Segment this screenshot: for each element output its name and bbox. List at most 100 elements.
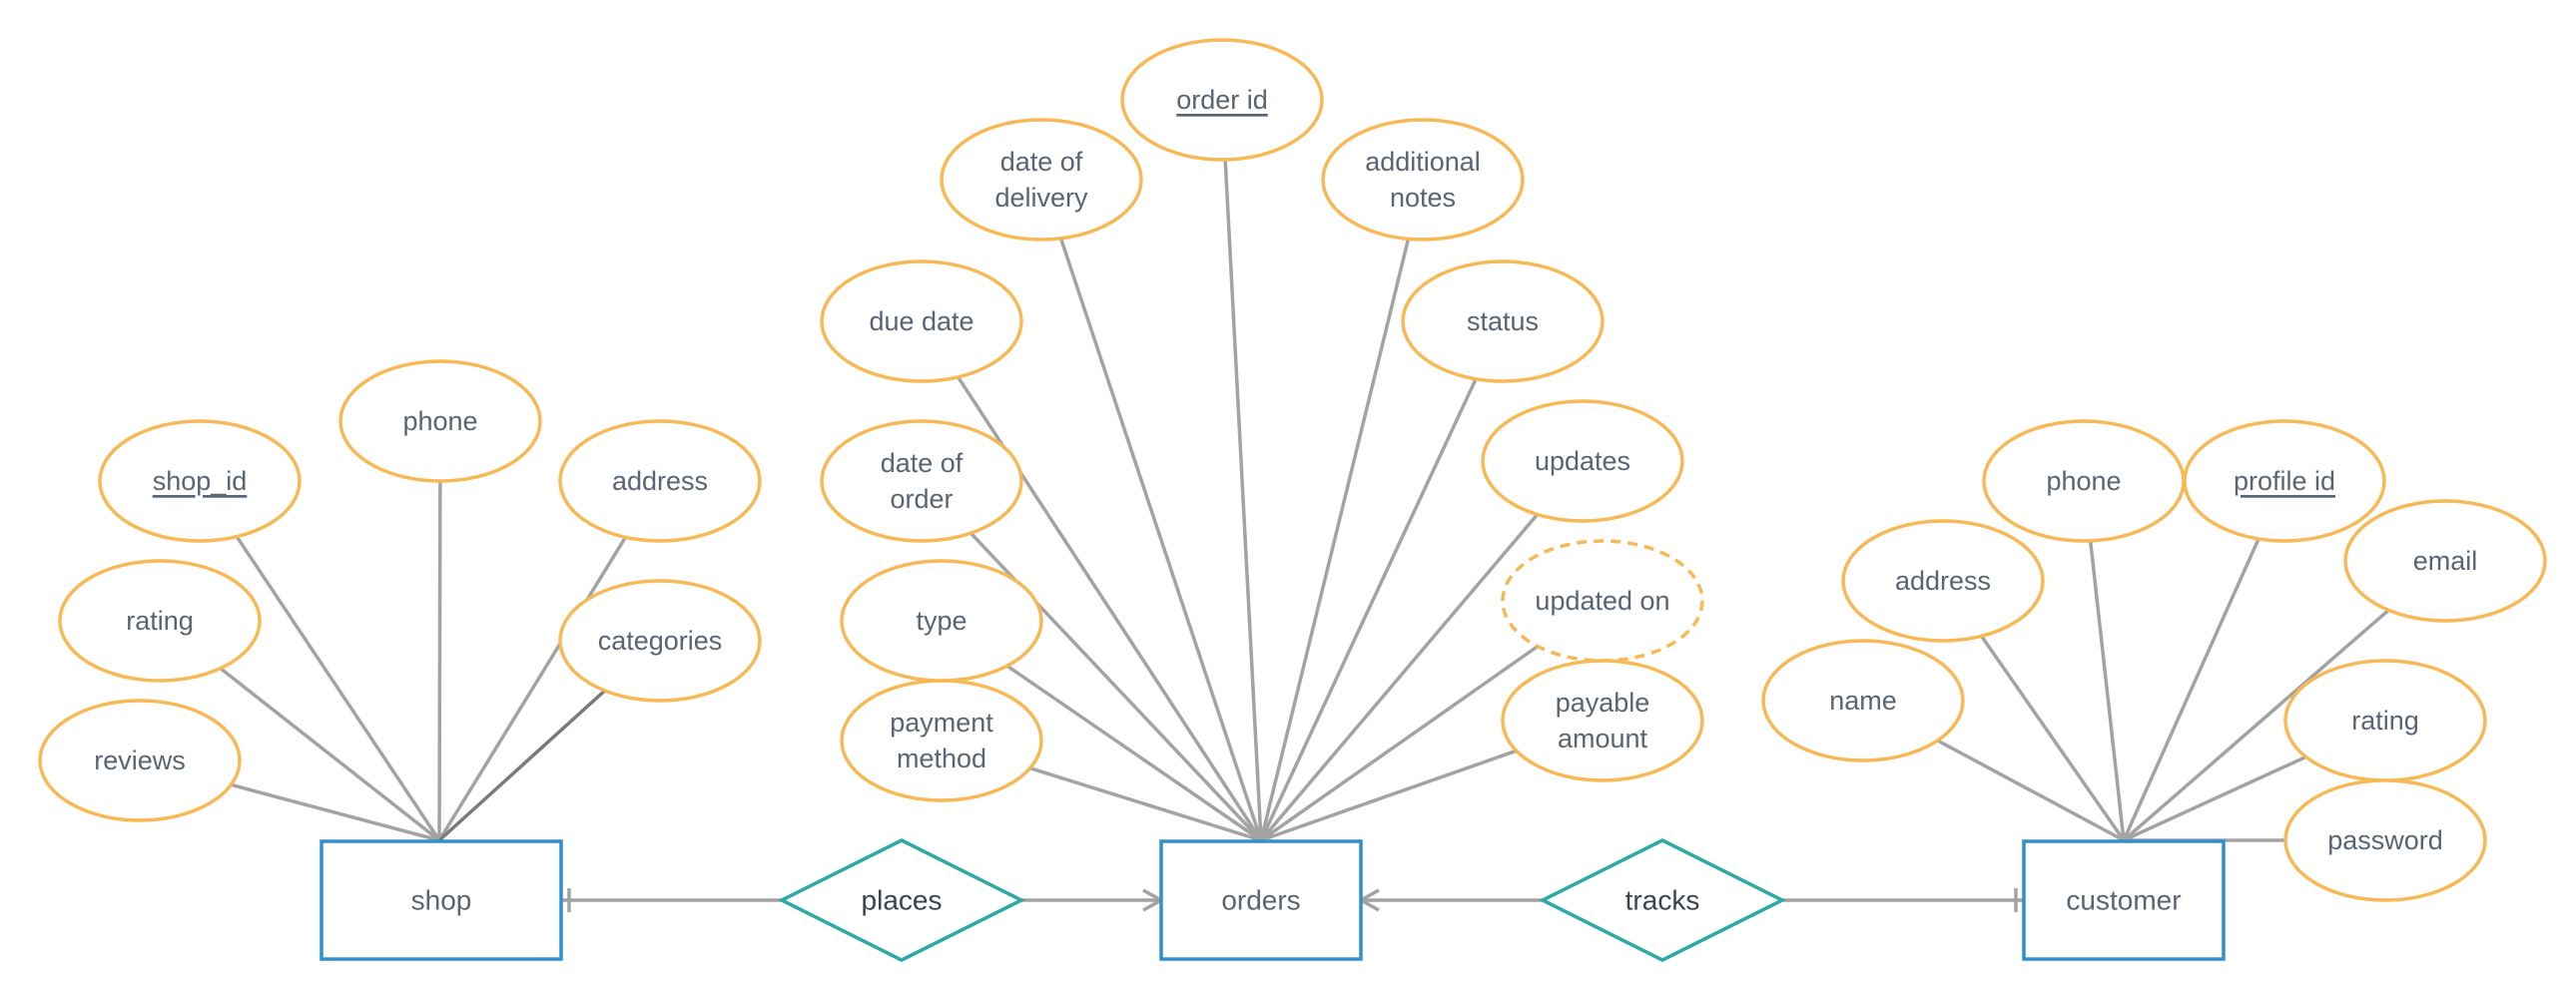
orders-type-connector (1005, 664, 1262, 842)
orders-updated-on-connector (1259, 645, 1540, 842)
tracks-diamond (1539, 838, 1786, 962)
orders-additional-notes-label: notes (1390, 183, 1456, 213)
orders-payment-method-label: method (897, 744, 986, 773)
orders-updates-ellipse (1481, 399, 1684, 523)
orders-date-of-delivery-label: date of (1000, 147, 1083, 177)
orders-payment-method-connector (1029, 766, 1262, 842)
shop-categories-label: categories (598, 626, 723, 656)
customer-box (2022, 839, 2226, 961)
orders-payment-method-label: payment (890, 708, 993, 738)
orders-status-attribute[interactable]: status (1401, 259, 1605, 383)
customer-email-ellipse (2343, 499, 2547, 623)
orders-payment-method-ellipse (840, 679, 1043, 802)
shop-reviews-attribute[interactable]: reviews (38, 699, 242, 822)
shop-shop-id-ellipse (98, 419, 302, 543)
shop-entity[interactable]: shop (320, 839, 563, 961)
customer-name-label: name (1829, 686, 1897, 716)
orders-updates-connector (1259, 513, 1540, 842)
orders-status-label: status (1467, 306, 1539, 336)
customer-name-connector (1936, 739, 2125, 842)
orders-additional-notes-label: additional (1365, 147, 1481, 177)
orders-date-of-order-attribute[interactable]: date of order (820, 419, 1023, 543)
customer-password-ellipse (2283, 778, 2487, 902)
orders-type-attribute[interactable]: type (840, 559, 1043, 683)
orders-date-of-delivery-label: delivery (994, 183, 1088, 213)
connector-layer (219, 159, 2390, 842)
orders-date-of-delivery-connector (1058, 238, 1263, 841)
places-label: places (862, 885, 943, 916)
shop-address-ellipse (558, 419, 762, 543)
shop-reviews-ellipse (38, 699, 242, 822)
orders-updates-label: updates (1535, 446, 1630, 476)
orders-date-of-delivery-attribute[interactable]: date of delivery (940, 118, 1143, 242)
shop-label: shop (411, 885, 472, 916)
orders-date-of-order-ellipse (820, 419, 1023, 543)
orders-payment-method-attribute[interactable]: payment method (840, 679, 1043, 802)
orders-due-date-ellipse (820, 259, 1023, 383)
orders-order-id-ellipse (1120, 38, 1324, 162)
orders-order-id-attribute[interactable]: order id (1120, 38, 1324, 162)
shop-shop-id-label: shop_id (153, 466, 248, 496)
shop-categories-ellipse (558, 579, 762, 703)
orders-entity[interactable]: orders (1159, 839, 1363, 961)
shop-rating-attribute[interactable]: rating (58, 559, 262, 683)
customer-profile-id-attribute[interactable]: profile id (2183, 419, 2386, 543)
customer-address-attribute[interactable]: address (1841, 519, 2045, 643)
customer-name-attribute[interactable]: name (1761, 639, 1965, 762)
orders-additional-notes-attribute[interactable]: additional notes (1321, 118, 1525, 242)
orders-date-of-delivery-ellipse (940, 118, 1143, 242)
customer-phone-label: phone (2046, 466, 2121, 496)
places-diamond (778, 838, 1025, 962)
shop-shop-id-attribute[interactable]: shop_id (98, 419, 302, 543)
orders-date-of-order-label: date of (881, 448, 964, 478)
shop-phone-label: phone (402, 406, 477, 436)
shop-categories-attribute[interactable]: categories (558, 579, 762, 703)
node-layer: reviews rating shop_id phone address categori… (38, 38, 2547, 962)
customer-email-attribute[interactable]: email (2343, 499, 2547, 623)
places-relationship[interactable]: places (778, 838, 1025, 962)
customer-password-label: password (2327, 825, 2443, 855)
orders-order-id-label: order id (1176, 85, 1268, 115)
shop-reviews-label: reviews (94, 746, 186, 775)
orders-updates-attribute[interactable]: updates (1481, 399, 1684, 523)
customer-rating-attribute[interactable]: rating (2283, 659, 2487, 782)
shop-address-label: address (612, 466, 708, 496)
shop-phone-attribute[interactable]: phone (338, 359, 542, 483)
customer-profile-id-label: profile id (2234, 466, 2335, 496)
orders-date-of-order-label: order (890, 484, 953, 514)
customer-profile-id-connector (2122, 538, 2260, 841)
customer-rating-connector (2123, 754, 2307, 842)
customer-address-ellipse (1841, 519, 2045, 643)
shop-phone-connector (437, 480, 442, 841)
customer-profile-id-ellipse (2183, 419, 2386, 543)
orders-label: orders (1221, 885, 1300, 916)
orders-additional-notes-connector (1259, 238, 1411, 841)
orders-status-ellipse (1401, 259, 1605, 383)
tracks-relationship[interactable]: tracks (1539, 838, 1786, 962)
orders-payable-amount-connector (1260, 749, 1518, 842)
customer-rating-label: rating (2351, 706, 2419, 736)
orders-order-id-connector (1223, 159, 1263, 841)
shop-address-connector (437, 536, 627, 841)
orders-status-connector (1259, 378, 1478, 841)
orders-due-date-attribute[interactable]: due date (820, 259, 1023, 383)
shop-address-attribute[interactable]: address (558, 419, 762, 543)
customer-address-label: address (1895, 566, 1991, 596)
orders-payable-amount-label: payable (1556, 688, 1650, 718)
orders-due-date-label: due date (869, 306, 973, 336)
customer-entity[interactable]: customer (2022, 839, 2226, 961)
orders-box (1159, 839, 1363, 961)
shop-reviews-connector (230, 782, 440, 842)
orders-type-ellipse (840, 559, 1043, 683)
orders-updated-on-attribute[interactable]: updated on (1501, 539, 1704, 663)
shop-rating-connector (219, 667, 441, 842)
customer-phone-connector (2088, 540, 2126, 841)
orders-additional-notes-ellipse (1321, 118, 1525, 242)
customer-password-attribute[interactable]: password (2283, 778, 2487, 902)
customer-phone-attribute[interactable]: phone (1982, 419, 2186, 543)
customer-label: customer (2066, 885, 2181, 916)
orders-updated-on-label: updated on (1535, 586, 1669, 616)
shop-box (320, 839, 563, 961)
